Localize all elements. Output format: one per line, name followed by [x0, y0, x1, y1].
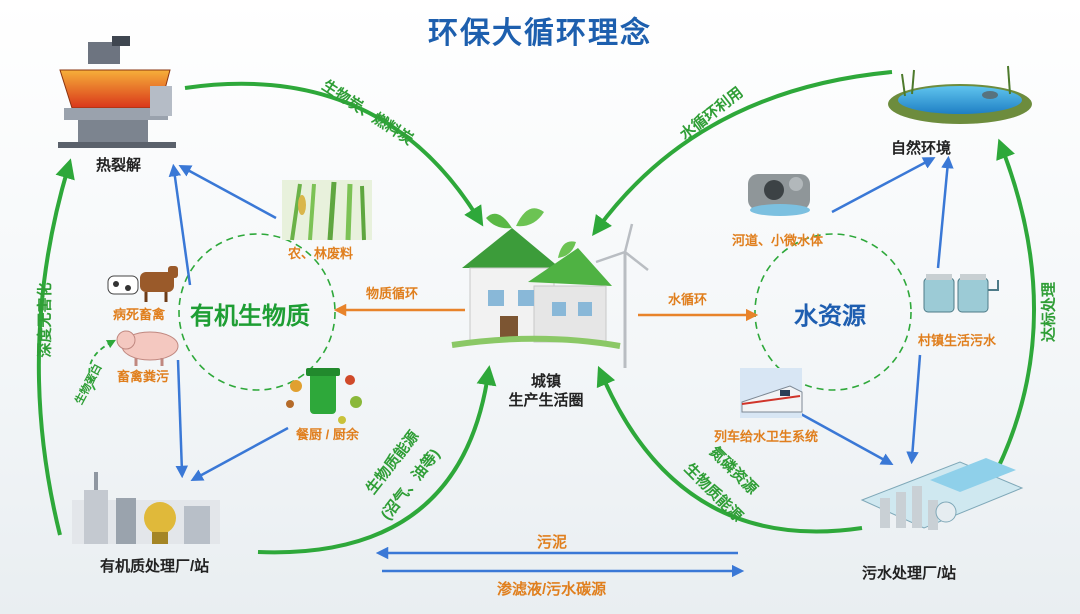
arrow-water-reuse: [592, 70, 893, 237]
node-label-organic-plant: 有机质处理厂/站: [100, 558, 210, 575]
arrow-kitchen-to-plant: [190, 426, 289, 481]
hub-water-resources: 水资源: [794, 303, 866, 330]
source-rivers: 河道、小微水体: [732, 233, 824, 248]
node-label-town-line2: 生产生活圈: [508, 392, 584, 409]
livestock-manure-illustration: [116, 330, 179, 366]
flow-label-compliant: 达标处理: [1040, 281, 1058, 343]
agri-forestry-illustration: [282, 180, 372, 241]
town-house-illustration: [451, 208, 649, 368]
arrow-rivers-to-nature: [831, 157, 936, 214]
pyrolysis-furnace-illustration: [58, 36, 176, 148]
flow-label-sludge: 污泥: [537, 534, 568, 551]
flow-label-deep-harmless: 深度无害化: [36, 282, 54, 358]
page-title: 环保大循环理念: [428, 17, 652, 50]
node-label-pyrolysis: 热裂解: [96, 157, 142, 174]
rivers-illustration: [748, 174, 810, 216]
arrow-livestock-to-pyrolysis: [168, 163, 192, 286]
flow-label-leachate: 渗滤液/污水碳源: [497, 581, 607, 598]
flow-label-material-cycle: 物质循环: [366, 286, 419, 301]
arrow-biochar: [184, 81, 484, 227]
node-label-nature: 自然环境: [891, 140, 952, 157]
arrow-bioenergy: [257, 365, 497, 555]
sewage-plant-illustration: [860, 458, 1024, 530]
arrow-train-to-plant: [789, 406, 894, 466]
source-livestock-manure: 畜禽粪污: [117, 369, 170, 384]
node-label-sewage-plant: 污水处理厂/站: [862, 565, 957, 582]
source-dead-livestock: 病死畜禽: [113, 307, 166, 322]
arrow-agri-to-pyrolysis: [178, 165, 277, 220]
arrow-village-to-nature: [936, 155, 954, 269]
source-kitchen-waste: 餐厨 / 厨余: [296, 427, 359, 442]
flow-label-water-cycle: 水循环: [668, 292, 708, 307]
hub-organic-biomass: 有机生物质: [190, 303, 310, 330]
kitchen-waste-illustration: [286, 368, 362, 424]
arrow-deep-harmless: [36, 158, 75, 536]
nature-pond-illustration: [888, 65, 1032, 124]
arrow-livestock-to-plant: [175, 359, 189, 479]
arrow-compliant: [996, 138, 1037, 469]
arrow-bio-protein: [88, 339, 116, 391]
arrow-village-to-plant: [906, 354, 922, 465]
arrow-np-resources: [596, 365, 863, 534]
source-train-sanitation: 列车给水卫生系统: [714, 429, 819, 444]
source-agri-forestry: 农、林废料: [288, 246, 354, 261]
organic-plant-illustration: [72, 472, 220, 544]
node-label-town-line1: 城镇: [530, 373, 561, 390]
source-village-sewage: 村镇生活污水: [918, 333, 997, 348]
village-sewage-illustration: [923, 274, 999, 313]
dead-livestock-illustration: [107, 266, 178, 302]
train-illustration: [740, 368, 803, 418]
